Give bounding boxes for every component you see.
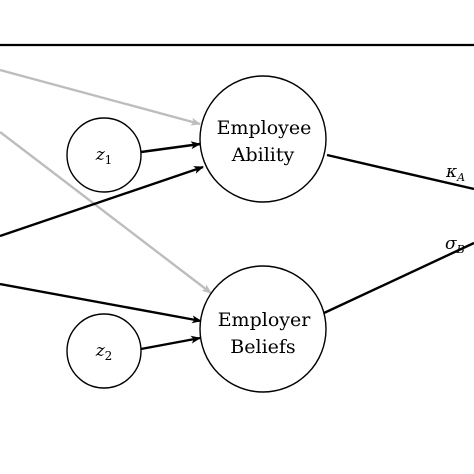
edge-left-to-employer-beliefs [0, 282, 202, 324]
employer-beliefs-label-line2: Beliefs [230, 336, 295, 358]
node-z1: z1 [66, 117, 142, 193]
edge-employer-beliefs-to-right [323, 241, 474, 315]
z2-label: z2 [95, 341, 113, 363]
node-employer-beliefs: Employer Beliefs [199, 265, 327, 393]
edge-gray-to-employer-beliefs [0, 131, 212, 294]
employer-beliefs-label-line1: Employer [218, 309, 312, 331]
z1-label: z1 [95, 145, 113, 167]
sigma-b-label: σB [445, 234, 465, 256]
employee-ability-label-line1: Employee [217, 117, 312, 139]
node-z2: z2 [66, 313, 142, 389]
edge-gray-to-employee-ability [0, 68, 201, 126]
edge-employee-ability-to-right [326, 153, 474, 191]
edge-z2-to-employer-beliefs [140, 335, 201, 351]
kappa-a-label: κA [445, 162, 465, 184]
edge-z1-to-employee-ability [140, 141, 201, 154]
edge-left-to-employee-ability [0, 165, 204, 238]
node-employee-ability: Employee Ability [199, 75, 327, 203]
employee-ability-label-line2: Ability [231, 144, 295, 166]
